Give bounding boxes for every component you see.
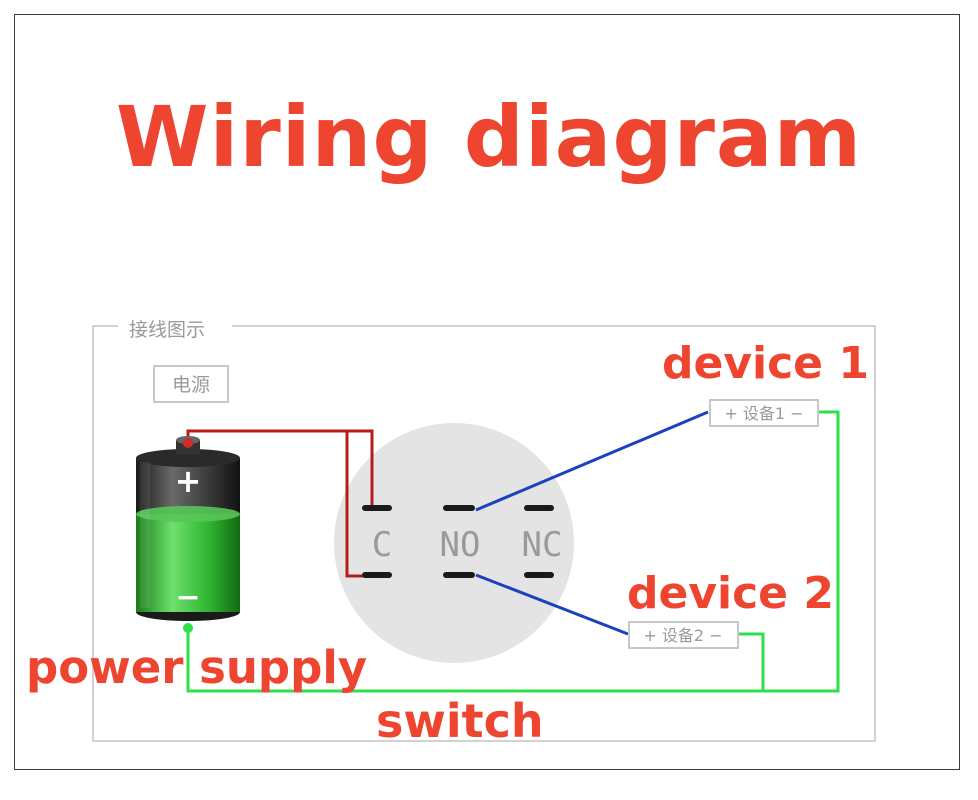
device1-box-label: + 设备1 − — [724, 404, 803, 423]
pin-nc-label: NC — [522, 525, 563, 565]
ground-wire — [186, 410, 840, 693]
device2-box: + 设备2 − — [628, 621, 739, 649]
power-supply-label: power supply — [26, 641, 368, 694]
device-wires — [475, 410, 709, 636]
pin-no-label: NO — [440, 525, 481, 565]
power-box-label: 电源 — [172, 374, 210, 396]
inset-frame — [92, 325, 876, 742]
inset-caption: 接线图示 — [129, 319, 205, 341]
switch-body — [334, 423, 574, 663]
positive-terminal-dot — [183, 438, 193, 448]
power-box: 电源 — [153, 365, 229, 403]
battery-icon — [136, 436, 240, 633]
pin-c-label: C — [372, 525, 392, 565]
device1-label: device 1 — [662, 338, 869, 389]
switch-terminals — [362, 505, 554, 578]
device2-box-label: + 设备2 − — [643, 626, 722, 645]
device2-label: device 2 — [627, 568, 834, 619]
negative-terminal-dot — [183, 623, 193, 633]
battery-plus-symbol: + — [175, 462, 202, 500]
battery-minus-symbol: − — [175, 580, 200, 615]
device1-box: + 设备1 − — [709, 399, 819, 427]
diagram-title: Wiring diagram — [115, 88, 863, 186]
outer-frame — [14, 14, 960, 770]
switch-label: switch — [376, 694, 544, 748]
